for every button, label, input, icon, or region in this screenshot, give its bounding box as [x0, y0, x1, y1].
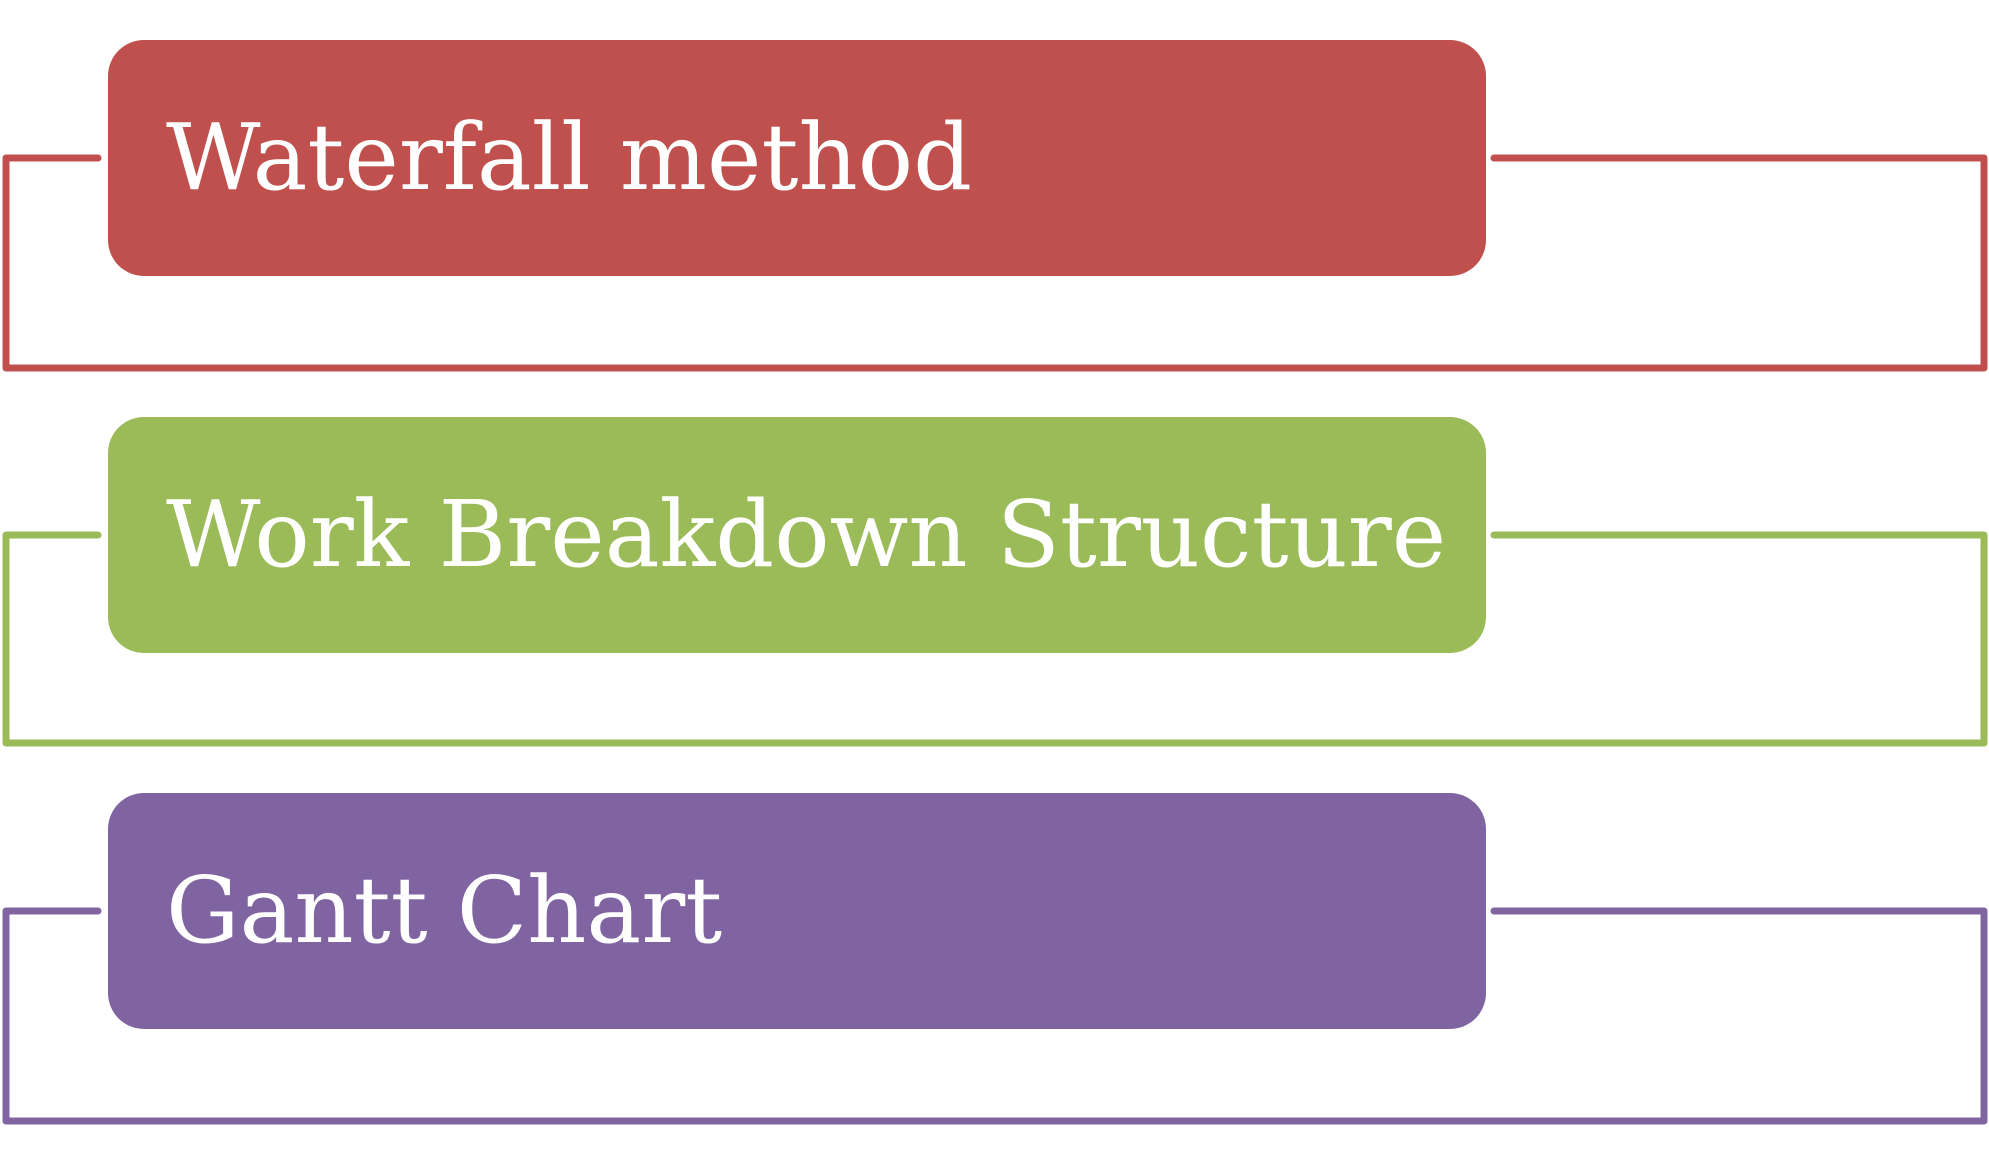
bracket-line — [2, 531, 1988, 747]
label-box: Waterfall method — [108, 40, 1486, 276]
item-label: Waterfall method — [166, 104, 972, 211]
list-item-waterfall-method: Waterfall method — [0, 0, 1989, 380]
label-box: Work Breakdown Structure — [108, 417, 1486, 653]
list-item-work-breakdown-structure: Work Breakdown Structure — [0, 377, 1989, 757]
item-label: Gantt Chart — [166, 857, 723, 964]
bracket-line — [2, 907, 1988, 1125]
list-item-gantt-chart: Gantt Chart — [0, 753, 1989, 1133]
item-label: Work Breakdown Structure — [166, 481, 1447, 588]
bracket-connector — [2, 531, 1988, 747]
label-box: Gantt Chart — [108, 793, 1486, 1029]
bracket-connector — [2, 154, 1988, 372]
bracket-line — [2, 154, 1988, 372]
bracket-connector — [2, 907, 1988, 1125]
